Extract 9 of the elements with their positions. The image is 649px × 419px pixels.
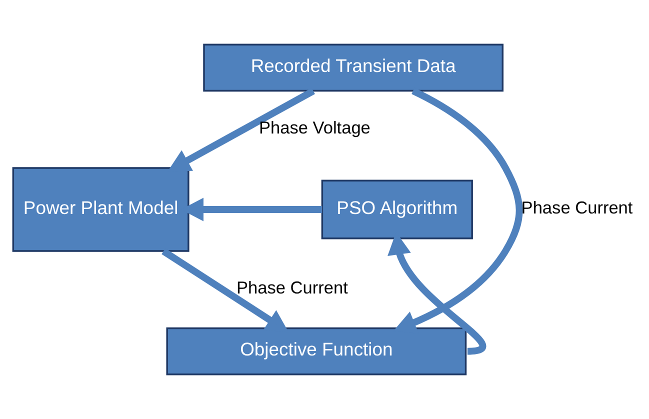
node-box: Objective Function <box>166 327 467 376</box>
edge-label: Phase Current <box>236 278 348 298</box>
arrow <box>162 248 289 332</box>
arrow <box>168 88 315 172</box>
node-box: Power Plant Model <box>12 167 190 252</box>
node-box: PSO Algorithm <box>321 180 473 240</box>
edge-label: Phase Current <box>521 198 633 218</box>
edge-label: Phase Voltage <box>258 117 370 138</box>
node-box: Recorded Transient Data <box>203 44 504 92</box>
